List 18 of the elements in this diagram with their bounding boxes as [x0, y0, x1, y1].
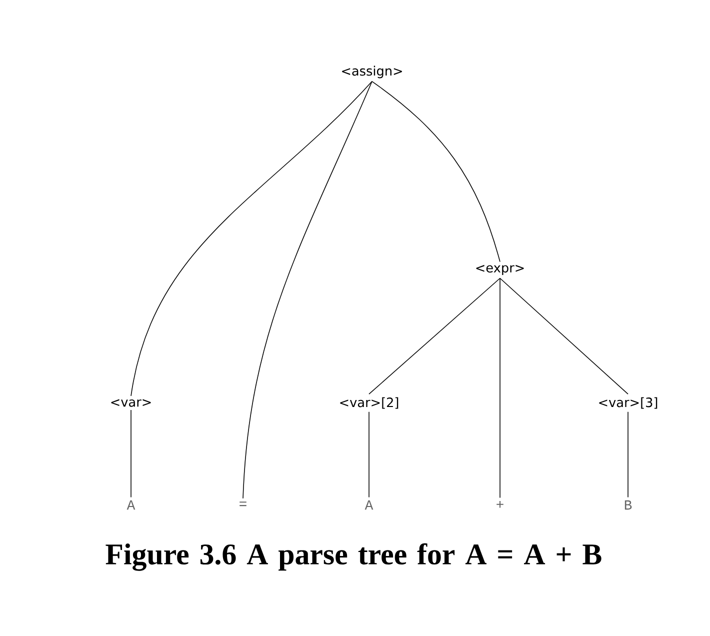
- terminal-symbol: A: [364, 500, 374, 510]
- terminal-symbol: B: [624, 500, 632, 510]
- tree-edge: [130, 81, 372, 396]
- terminal-symbol: =: [240, 502, 246, 506]
- terminal-symbol: A: [126, 500, 136, 510]
- nonterminal-label: <var>[2]: [340, 397, 398, 409]
- figure-caption: Figure 3.6 A parse tree for A = A + B: [106, 543, 602, 571]
- nonterminal-label: <assign>: [342, 66, 402, 78]
- tree-edge: [500, 278, 628, 394]
- nonterminal-label: <var>[3]: [599, 397, 658, 409]
- tree-edge: [372, 81, 500, 262]
- nonterminal-label: <var>: [111, 399, 151, 407]
- tree-edge: [242, 81, 372, 499]
- tree-edge: [130, 410, 132, 498]
- tree-edge: [368, 412, 370, 498]
- nonterminal-label: <expr>: [476, 264, 524, 276]
- terminal-symbol: +: [496, 500, 504, 508]
- tree-edge: [368, 278, 500, 394]
